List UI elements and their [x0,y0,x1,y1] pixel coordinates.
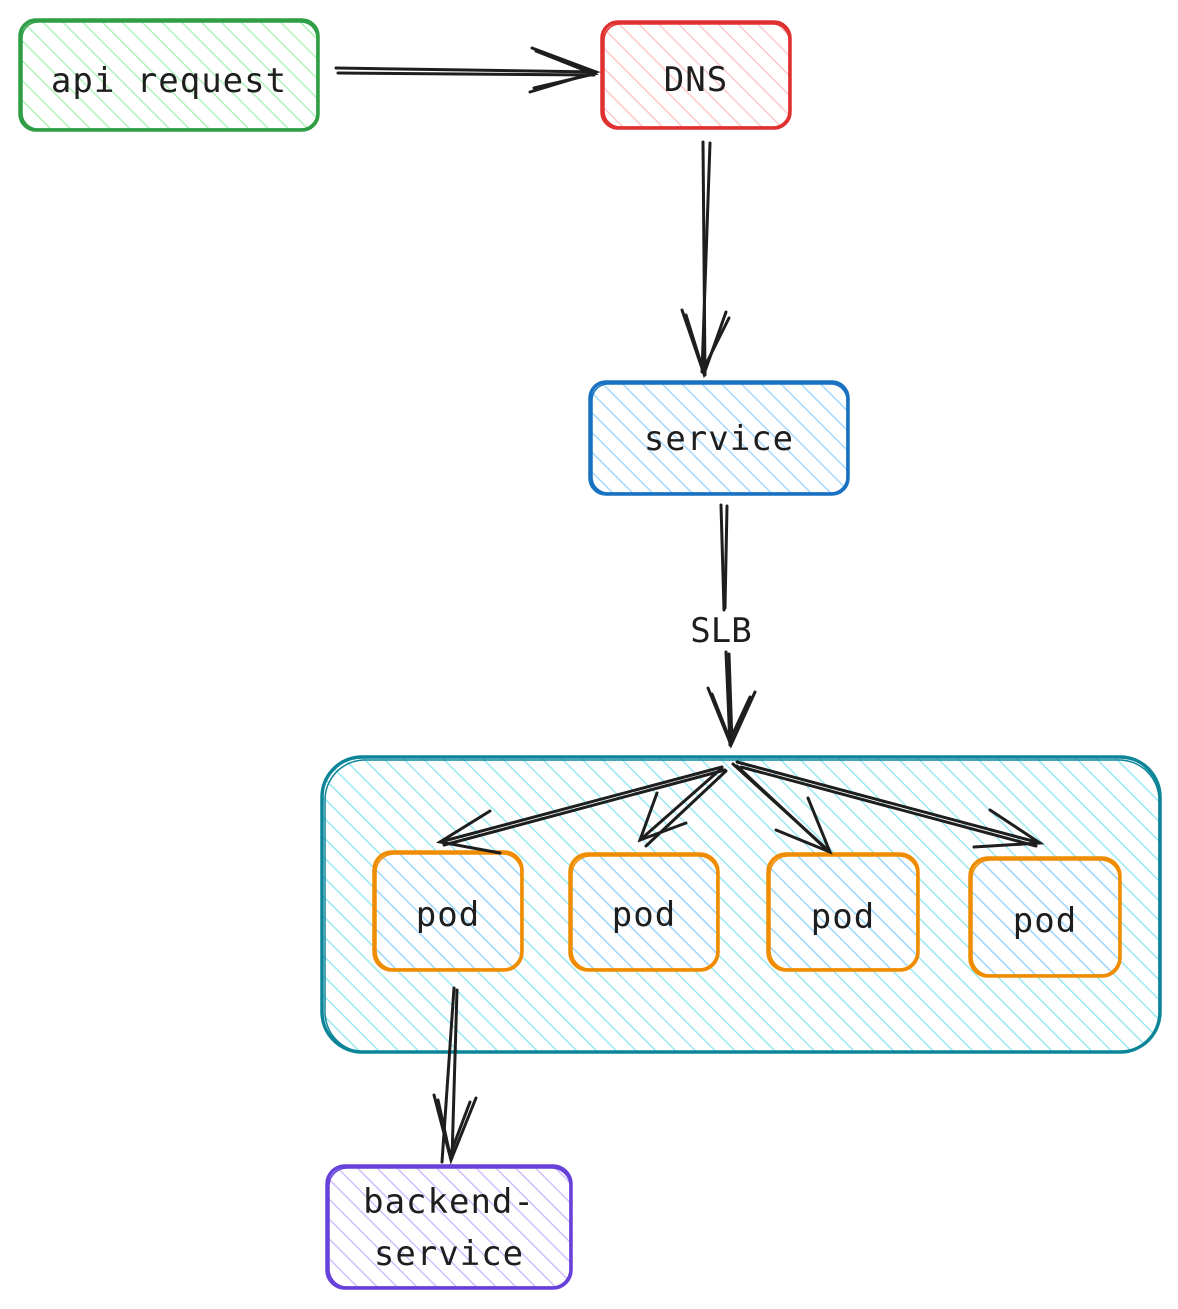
edge-pod-to-backend [432,986,478,1165]
node-dns[interactable]: DNS [600,20,792,130]
pod-label: pod [811,897,875,937]
node-backend-service-label-line2: service [374,1234,524,1274]
node-backend-service[interactable]: backend- service [325,1164,573,1290]
pod-group-container[interactable] [320,755,1162,1054]
edge-fanout-to-pods [435,760,1045,855]
pod-node[interactable]: pod [968,856,1122,978]
node-backend-service-label-line1: backend- [363,1182,535,1222]
node-api-request[interactable]: api request [18,18,320,132]
edge-api-to-dns [334,46,601,94]
pod-node[interactable]: pod [766,852,920,972]
pod-label: pod [1013,901,1077,941]
edge-dns-to-service [680,140,731,379]
pod-node[interactable]: pod [568,852,720,972]
pod-label: pod [612,895,676,935]
node-api-request-label: api request [51,61,287,101]
pod-label: pod [416,895,480,935]
pod-node[interactable]: pod [372,850,524,972]
node-dns-label: DNS [664,60,728,100]
edge-label-slb: SLB [690,611,751,651]
edge-service-to-pods [706,503,757,749]
node-service[interactable]: service [588,380,850,496]
node-service-label: service [644,419,794,459]
